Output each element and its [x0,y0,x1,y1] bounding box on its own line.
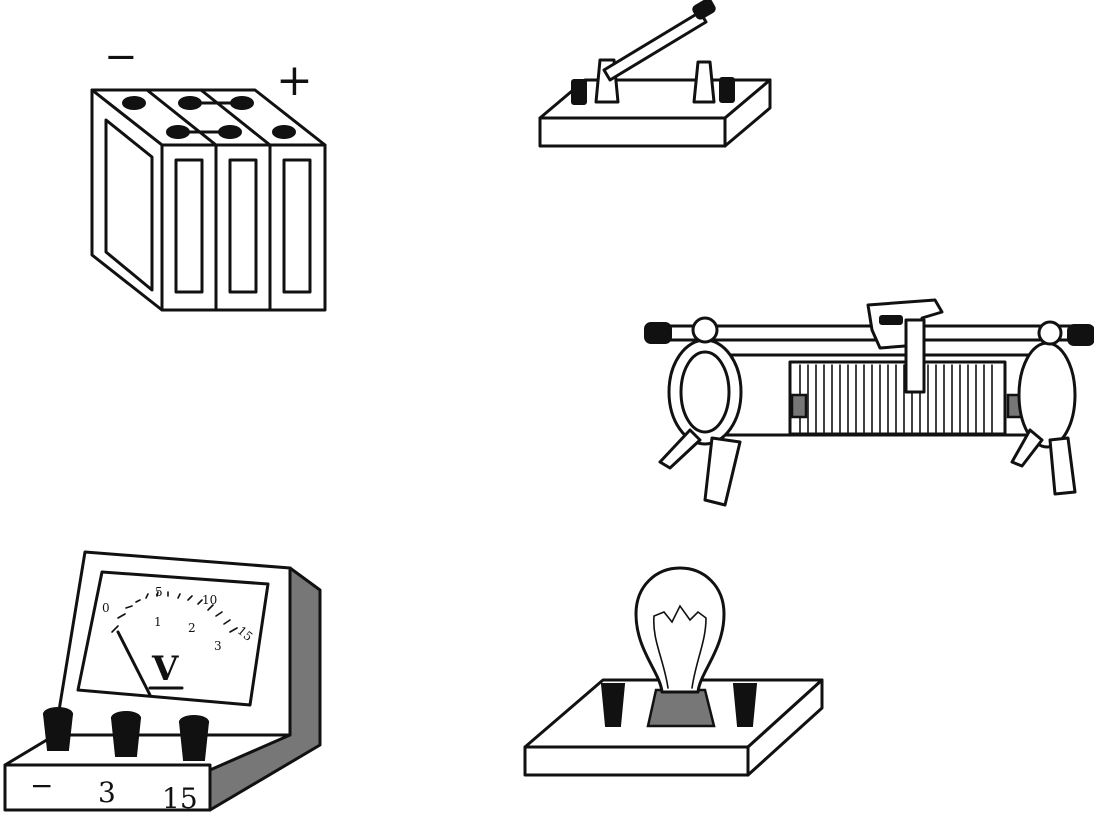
voltmeter-scale [111,591,238,633]
scale-upper-0: 0 [102,601,110,615]
battery-negative-label: − [104,34,138,80]
terminal-label-15: 15 [162,782,198,815]
voltmeter-symbol: V [151,649,179,689]
battery-terminals [122,96,296,139]
voltmeter: 0 5 10 15 1 2 3 V − 3 15 [3,550,322,815]
lamp-terminals [600,683,758,727]
rheostat-slider [866,298,944,394]
voltmeter-terminals [42,707,210,761]
battery-positive-label: + [276,55,313,106]
scale-lower-1: 1 [154,615,162,629]
terminal-label-3: 3 [98,776,116,809]
terminal-label-negative: − [30,769,53,802]
rheostat [644,298,1094,507]
scale-upper-5: 5 [155,585,163,599]
lamp [523,566,824,777]
scale-upper-10: 10 [202,593,217,607]
voltmeter-needle [116,630,152,697]
knife-switch [538,0,772,148]
scale-lower-2: 2 [188,621,196,635]
battery: − + [90,34,327,312]
scale-lower-3: 3 [214,639,222,653]
